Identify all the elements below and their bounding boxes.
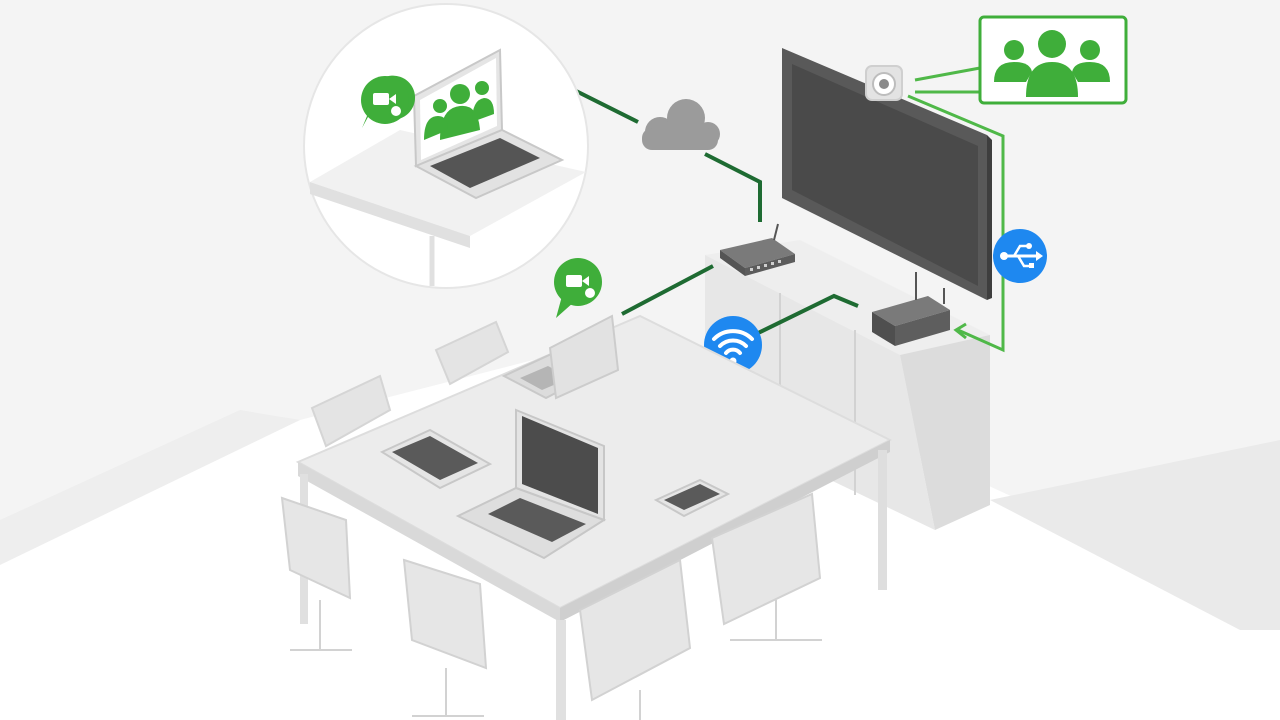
- tablet: [379, 428, 493, 490]
- chair: [280, 496, 352, 651]
- table-laptop-back: [501, 314, 620, 400]
- right-wall-floor: [990, 440, 1280, 630]
- table-edge: [298, 462, 560, 622]
- table-leg: [556, 620, 566, 720]
- router-to-cloud-cable: [704, 152, 762, 222]
- video-call-icon: [554, 258, 602, 318]
- camera-icon: [865, 65, 903, 101]
- credenza-side: [900, 335, 990, 530]
- pc-to-wifi-cable: [751, 293, 859, 338]
- usb-arrowhead: [953, 322, 967, 340]
- cloud-icon: [642, 99, 720, 150]
- chair: [710, 492, 822, 641]
- phone: [653, 478, 731, 518]
- credenza-front: [705, 255, 935, 530]
- usb-connection: [907, 94, 1047, 353]
- table-laptop-front: [455, 408, 607, 560]
- wall-display: [782, 48, 992, 300]
- router-icon: [720, 223, 795, 276]
- chair-back: [434, 320, 510, 386]
- back-chairs: [310, 320, 510, 448]
- front-chairs: [280, 492, 822, 720]
- table-leg: [878, 450, 887, 590]
- router-to-laptop-cable: [621, 264, 714, 316]
- callout-line: [914, 66, 981, 82]
- inset-desk-front: [310, 182, 470, 248]
- table-edge: [560, 440, 890, 622]
- chair: [578, 558, 692, 720]
- display-screen: [792, 64, 978, 286]
- inset-laptop: [412, 48, 565, 200]
- video-call-icon: [361, 75, 416, 128]
- chair: [402, 558, 488, 717]
- chair-back: [310, 374, 392, 448]
- display-edge: [987, 135, 992, 300]
- usb-icon: [993, 229, 1047, 283]
- participants-icon: [994, 30, 1110, 97]
- participants-icon: [424, 81, 494, 140]
- remote-participant-inset: [303, 3, 589, 289]
- mini-pc-icon: [872, 272, 950, 346]
- participants-callout: [914, 15, 1128, 105]
- left-floor-edge: [0, 410, 300, 565]
